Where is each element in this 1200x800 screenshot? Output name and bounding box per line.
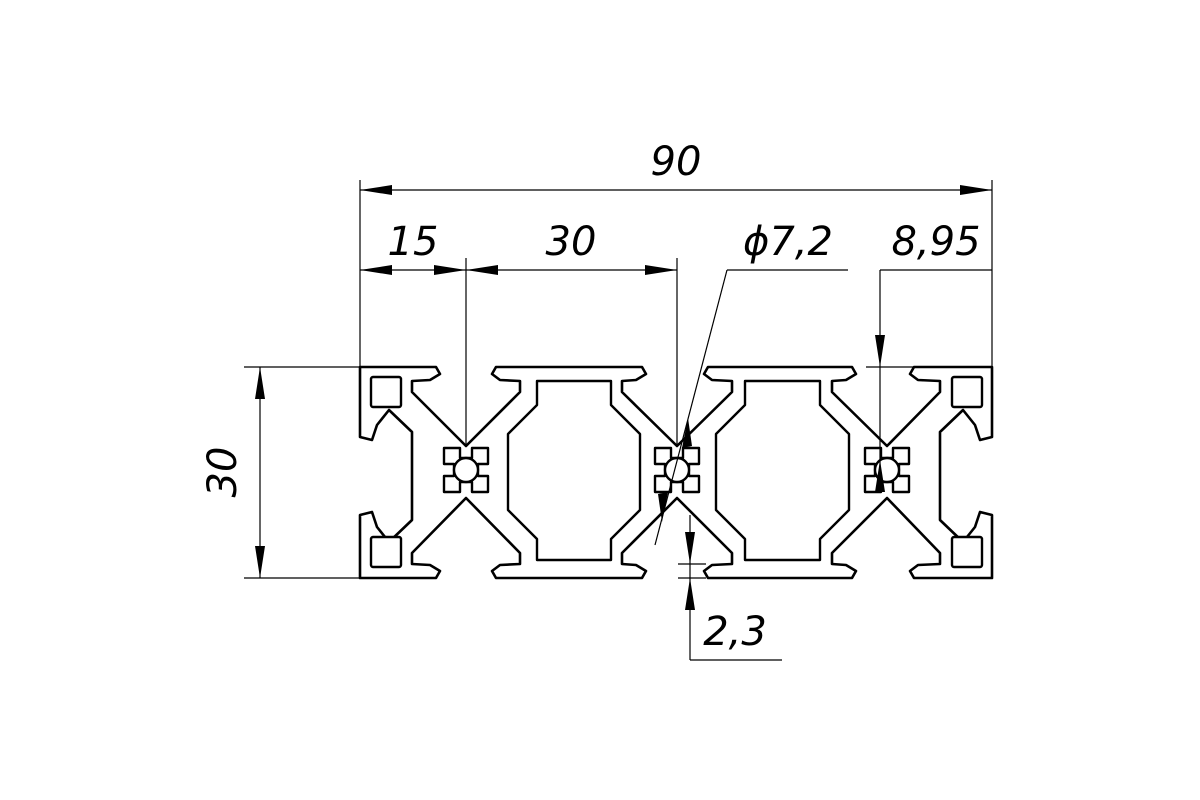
dim-bore-diameter-label: ϕ7,2 [743,219,833,265]
dim-pitch-label: 30 [546,219,597,265]
dim-slot-width: 8,95 [866,219,992,492]
dim-height: 30 [200,366,360,579]
dim-overall-width-label: 90 [651,139,702,185]
dim-slot-width-label: 8,95 [891,219,980,265]
dim-wall-thickness: 2,3 [678,515,782,661]
dim-left-offset: 15 [360,219,467,446]
dim-bore-diameter: ϕ7,2 [654,219,848,546]
dim-height-label: 30 [200,447,246,498]
dim-wall-thickness-label: 2,3 [703,609,767,655]
dim-overall-width: 90 [359,139,993,367]
dim-pitch: 30 [466,219,678,446]
dim-left-offset-label: 15 [388,219,439,265]
profile-outline [358,365,994,580]
